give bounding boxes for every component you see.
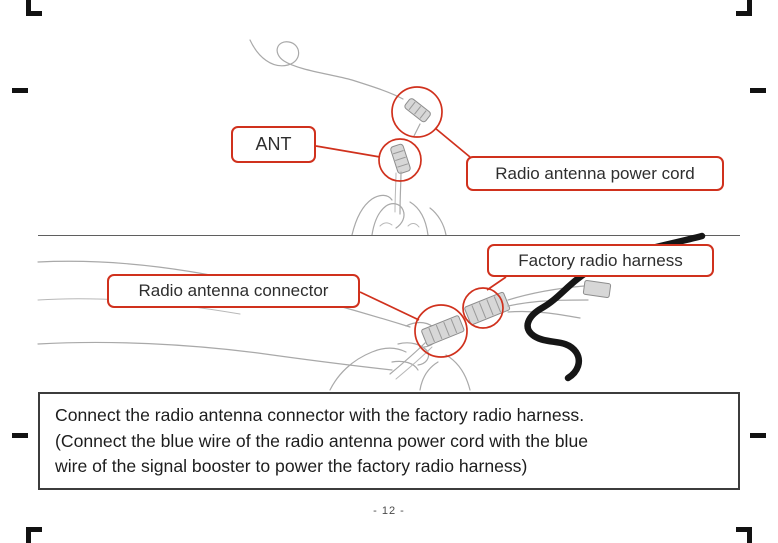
leader-line-factory-harness bbox=[486, 276, 507, 291]
harness-wires bbox=[507, 280, 612, 319]
instruction-line-3: wire of the signal booster to power the … bbox=[55, 456, 528, 476]
cord-segment bbox=[399, 171, 402, 215]
top-hand-drawing bbox=[351, 194, 447, 236]
callout-factory-harness: Factory radio harness bbox=[487, 244, 714, 277]
radio-antenna-connector-plug bbox=[421, 315, 465, 346]
factory-harness-plug bbox=[464, 291, 511, 326]
highlight-circle-antenna-connector bbox=[414, 304, 468, 358]
plug-tail bbox=[413, 123, 421, 137]
callout-power-cord-label: Radio antenna power cord bbox=[495, 163, 695, 183]
antenna-plug bbox=[390, 143, 411, 174]
top-panel-drawing bbox=[249, 39, 447, 236]
callout-antenna-connector-label: Radio antenna connector bbox=[138, 281, 329, 300]
callout-ant: ANT bbox=[231, 126, 316, 163]
instruction-box: Connect the radio antenna connector with… bbox=[38, 392, 740, 490]
highlight-circle-factory-harness bbox=[462, 287, 504, 329]
leader-line-power-cord bbox=[434, 127, 471, 158]
power-cord-plug bbox=[404, 98, 431, 123]
callout-factory-harness-label: Factory radio harness bbox=[518, 250, 683, 270]
antenna-cable bbox=[249, 39, 404, 100]
leader-line-ant bbox=[315, 145, 381, 158]
red-annotations bbox=[315, 86, 507, 358]
page-number: - 12 - bbox=[373, 505, 405, 517]
callout-power-cord: Radio antenna power cord bbox=[466, 156, 724, 191]
instruction-line-1: Connect the radio antenna connector with… bbox=[55, 405, 585, 425]
crop-marks bbox=[12, 0, 766, 543]
leader-line-antenna-connector bbox=[359, 291, 420, 321]
left-arm-lower bbox=[37, 341, 393, 371]
callout-antenna-connector: Radio antenna connector bbox=[107, 274, 360, 308]
highlight-circle-power-plug bbox=[391, 86, 443, 138]
connector-cable-2 bbox=[395, 346, 433, 380]
cord-segment-2 bbox=[394, 172, 397, 213]
callout-ant-label: ANT bbox=[255, 134, 292, 154]
highlight-circle-ant-plug bbox=[378, 138, 422, 182]
lower-hand-drawing bbox=[329, 347, 471, 391]
instruction-line-2: (Connect the blue wire of the radio ante… bbox=[55, 430, 589, 451]
connector-cable bbox=[389, 341, 427, 375]
